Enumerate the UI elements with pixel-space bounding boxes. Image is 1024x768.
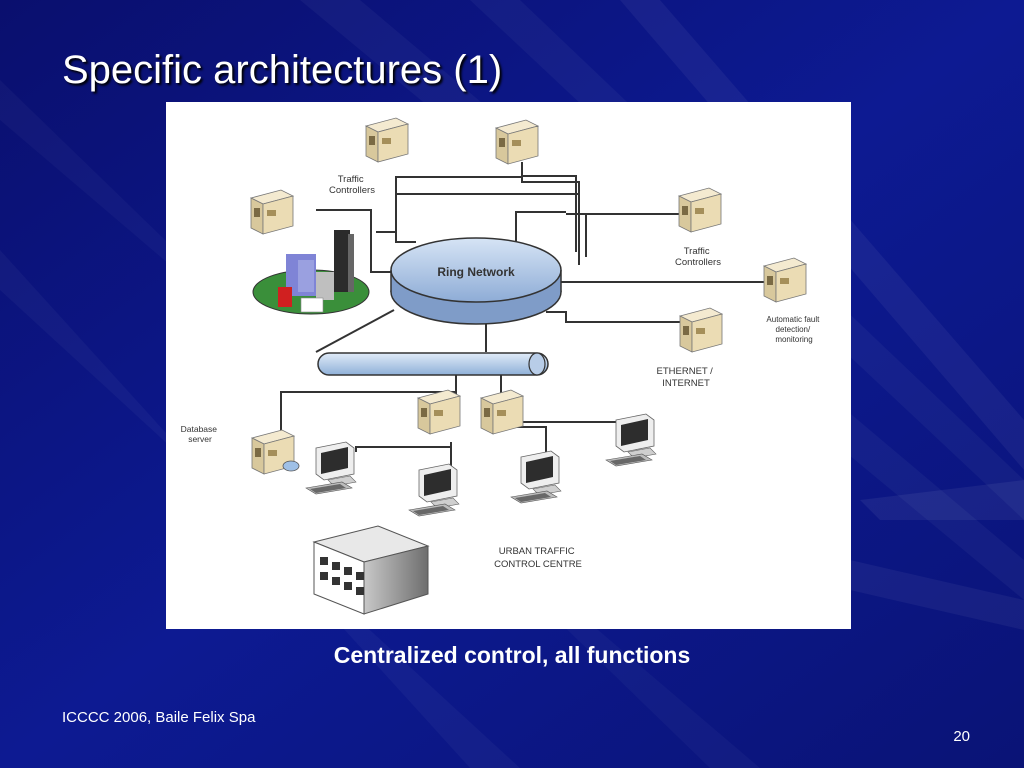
label-ethernet-internet: ETHERNET / INTERNET [657, 366, 716, 389]
label-database-server: Database server [181, 424, 220, 444]
network-diagram: Traffic Controllers Traffic Controllers … [166, 102, 851, 629]
label-traffic-controllers-right: Traffic Controllers [675, 246, 721, 268]
ring-network-icon [390, 237, 562, 325]
database-server-icon [251, 429, 300, 475]
label-traffic-controllers-left: Traffic Controllers [329, 174, 375, 196]
label-control-centre: URBAN TRAFFIC CONTROL CENTRE [494, 546, 582, 570]
label-automatic-detection: Automatic fault detection/ monitoring [766, 315, 821, 344]
slide-caption: Centralized control, all functions [333, 642, 691, 668]
ethernet-bus-icon [317, 352, 549, 376]
footer-conference: ICCCC 2006, Baile Felix Spa [62, 709, 256, 726]
page-number: 20 [953, 728, 970, 745]
control-centre-building-icon [312, 525, 430, 615]
city-icon [252, 230, 370, 315]
slide-title: Specific architectures (1) [62, 48, 503, 92]
label-ring-network: Ring Network [437, 265, 515, 279]
